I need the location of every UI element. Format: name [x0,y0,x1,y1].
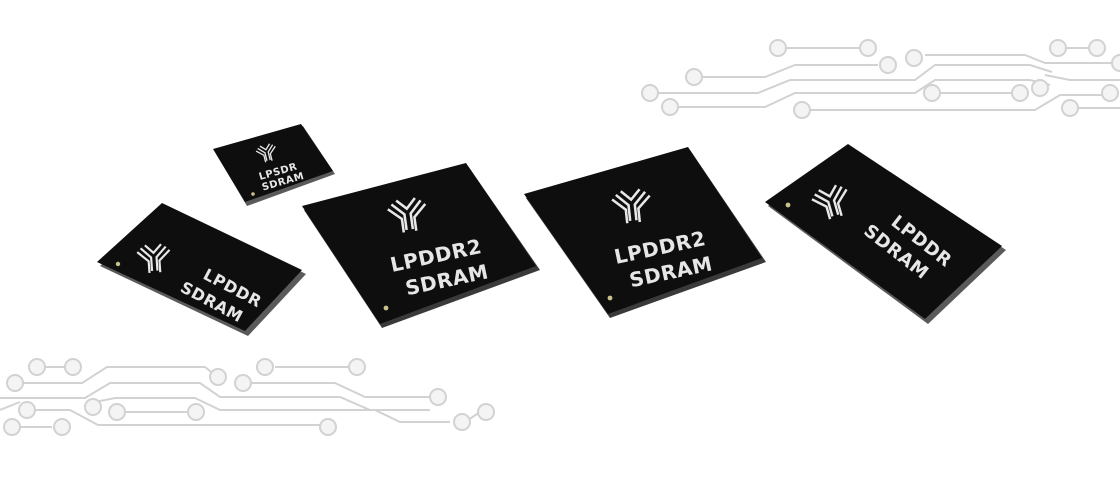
pin1-dot [251,192,255,196]
memory-chip-lpddr2-center-right: LPDDR2 SDRAM [522,146,772,326]
circuit-trace-top-right [641,39,1120,119]
memory-chip-lpddr2-center-left: LPDDR2 SDRAM [300,162,545,337]
memory-chip-lpddr-left: LPDDR SDRAM [92,200,312,345]
pin1-dot [607,295,613,301]
pin1-dot [115,261,121,267]
memory-chip-lpsdr: LPSDR SDRAM [205,122,345,222]
memory-chip-lpddr-right: LPDDR SDRAM [762,142,1012,332]
circuit-trace-bottom-left [0,358,495,436]
pin1-dot [785,202,791,208]
pin1-dot [383,305,389,311]
